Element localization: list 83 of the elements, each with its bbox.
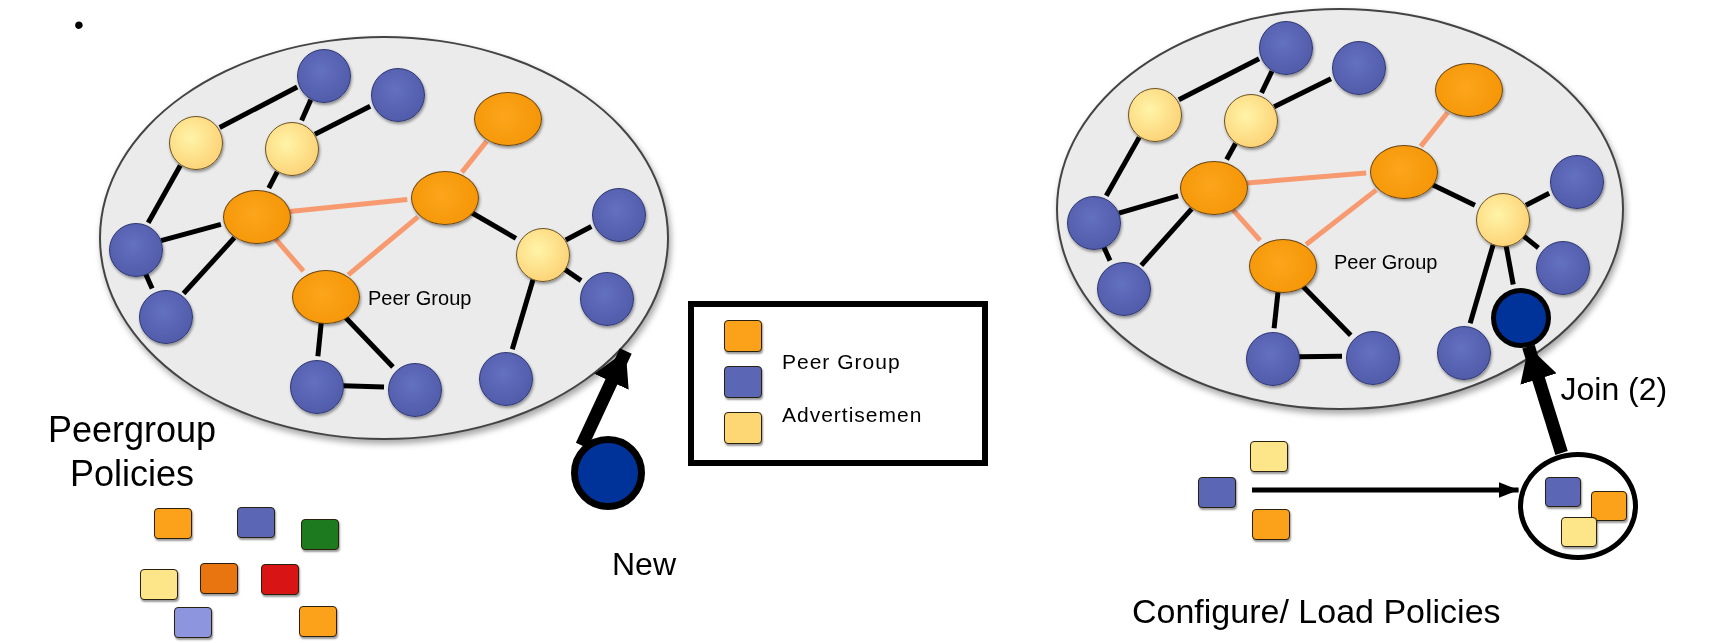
connector-line bbox=[1230, 207, 1262, 243]
connector-line bbox=[299, 98, 314, 122]
peer-circle bbox=[1437, 326, 1491, 380]
connector-line bbox=[143, 272, 155, 290]
peer-circle bbox=[139, 290, 193, 344]
legend-label: Advertisemen bbox=[782, 403, 923, 427]
connector-line bbox=[509, 279, 536, 350]
connector-line bbox=[1503, 245, 1516, 285]
bullet: • bbox=[74, 8, 84, 42]
advertisement-circle bbox=[265, 122, 319, 176]
connector-line bbox=[343, 315, 395, 369]
peer-circle bbox=[1259, 21, 1313, 75]
connector-line bbox=[1259, 70, 1275, 94]
caption: Configure/ Load Policies bbox=[1132, 591, 1501, 632]
peer-circle bbox=[1097, 262, 1151, 316]
peer-circle bbox=[297, 49, 351, 103]
advertisement-circle bbox=[1224, 94, 1278, 148]
connector-line bbox=[1101, 245, 1113, 262]
connector-line bbox=[1430, 182, 1476, 208]
connector-line bbox=[1118, 193, 1179, 216]
connector-line bbox=[313, 103, 372, 137]
connector-line bbox=[1139, 207, 1194, 267]
peer-circle bbox=[479, 352, 533, 406]
connector-line bbox=[1467, 244, 1496, 324]
connector-line bbox=[1273, 76, 1333, 109]
node-caption: New bbox=[612, 546, 676, 582]
connector-line bbox=[564, 224, 593, 243]
peer-circle bbox=[1246, 332, 1300, 386]
arrow bbox=[1520, 344, 1568, 455]
peer-group-circle bbox=[474, 92, 542, 146]
peer-circle bbox=[1550, 155, 1604, 209]
connector-line bbox=[181, 235, 237, 296]
connector-line bbox=[266, 170, 280, 190]
peer-circle bbox=[1332, 41, 1386, 95]
group-label: Peer Group bbox=[1334, 250, 1438, 274]
group-label: Peer Group bbox=[368, 286, 472, 310]
legend-label: Peer Group bbox=[782, 350, 901, 374]
peer-group-circle bbox=[292, 270, 360, 324]
peer-group-circle bbox=[1249, 239, 1317, 293]
connector-line bbox=[218, 84, 299, 130]
peer-circle bbox=[580, 272, 634, 326]
connector-line bbox=[1521, 233, 1540, 250]
connector-line bbox=[1300, 284, 1353, 337]
caption: Peergroup Policies bbox=[46, 408, 218, 496]
advertisement-circle bbox=[169, 116, 223, 170]
advertisement-circle bbox=[516, 228, 570, 282]
connector-line bbox=[160, 221, 222, 244]
peer-group-circle bbox=[223, 190, 291, 244]
peer-group-circle bbox=[1370, 145, 1438, 199]
connector-line bbox=[1524, 191, 1551, 208]
peer-circle bbox=[290, 360, 344, 414]
connector-line bbox=[1246, 170, 1367, 186]
peer-circle bbox=[1067, 196, 1121, 250]
peer-group-circle bbox=[411, 171, 479, 225]
connector-line bbox=[346, 214, 420, 277]
connector-line bbox=[1418, 110, 1450, 148]
arrow bbox=[1252, 482, 1519, 498]
connector-line bbox=[1224, 142, 1238, 161]
connector-line bbox=[470, 210, 518, 241]
peer-group-circle bbox=[1435, 63, 1503, 117]
peer-circle bbox=[371, 68, 425, 122]
connector-line bbox=[1304, 188, 1378, 247]
peer-circle bbox=[592, 188, 646, 242]
connector-line bbox=[315, 322, 324, 357]
connector-line bbox=[1271, 291, 1281, 329]
arrow bbox=[575, 348, 632, 449]
peer-circle bbox=[388, 363, 442, 417]
peer-circle bbox=[1346, 331, 1400, 385]
peer-circle bbox=[109, 223, 163, 277]
advertisement-circle bbox=[1476, 193, 1530, 247]
advertisement-circle bbox=[1128, 88, 1182, 142]
connector-line bbox=[342, 383, 385, 390]
connector-line bbox=[459, 139, 489, 174]
connector-line bbox=[562, 266, 583, 283]
connector-line bbox=[289, 197, 408, 214]
peer-group-circle bbox=[1180, 161, 1248, 215]
connector-line bbox=[146, 164, 183, 224]
connector-line bbox=[273, 236, 306, 273]
joining-peer-circle bbox=[1491, 288, 1551, 348]
connector-line bbox=[1298, 353, 1343, 360]
connector-line bbox=[1104, 136, 1142, 197]
connector-line bbox=[1177, 56, 1261, 102]
peer-circle bbox=[1536, 241, 1590, 295]
